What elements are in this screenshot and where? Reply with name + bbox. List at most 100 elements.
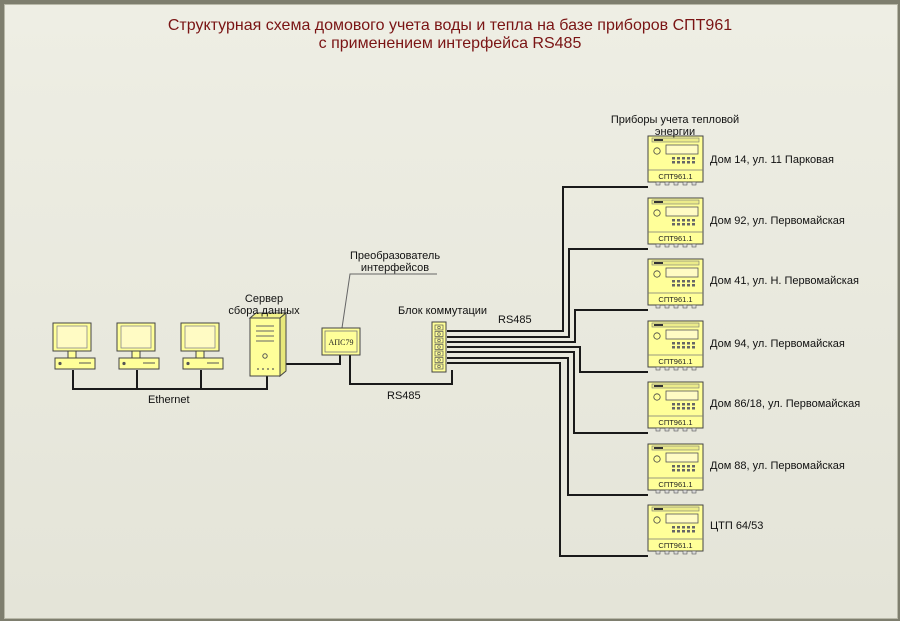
- switch-block-label: Блок коммутации: [398, 305, 488, 317]
- meter-keypad-key: [672, 161, 675, 164]
- meter-keypad-key: [682, 346, 685, 349]
- meter-terminal: [673, 550, 679, 555]
- meter-terminal: [691, 489, 697, 494]
- workstation-stand: [67, 350, 77, 359]
- converter-inner-frame: [324, 330, 358, 353]
- ethernet-label: Ethernet: [148, 394, 190, 406]
- meter-keypad-key: [682, 530, 685, 533]
- meter-brand-mark: [654, 508, 663, 510]
- meter-keypad-key: [687, 407, 690, 410]
- meter-device-4: СПТ961.1: [647, 320, 704, 371]
- switch-terminal-screw: [437, 358, 441, 362]
- meter-terminal: [655, 550, 661, 555]
- meter-keypad-key: [677, 465, 680, 468]
- meter-keypad-key: [687, 530, 690, 533]
- switch-terminal-screw: [437, 345, 441, 349]
- meter-keypad-key: [677, 157, 680, 160]
- meter-terminal: [691, 366, 697, 371]
- meter-keypad-key: [687, 346, 690, 349]
- meter-brand-mark: [654, 324, 663, 326]
- meter-keypad-key: [692, 157, 695, 160]
- meter-keypad-key: [682, 526, 685, 529]
- switch-terminal: [434, 344, 444, 350]
- converter-to-switch-wire: [349, 355, 453, 385]
- meter-top-strip: [651, 260, 700, 266]
- meter-keypad-key: [677, 223, 680, 226]
- meter-keypad-key: [672, 284, 675, 287]
- meter-terminal: [691, 427, 697, 432]
- meter-display: [665, 144, 699, 155]
- diagram-frame: [4, 4, 898, 619]
- server-vent-dot: [257, 368, 259, 370]
- rs485-top-label: RS485: [498, 314, 532, 326]
- meter-keypad-key: [682, 157, 685, 160]
- meter-brand-mark: [654, 447, 663, 449]
- switch-terminal-screw: [437, 332, 441, 336]
- meter-keypad-key: [682, 407, 685, 410]
- meter-display: [665, 390, 699, 401]
- meter-device-6: СПТ961.1: [647, 443, 704, 494]
- switch-block-body: [431, 321, 447, 373]
- meter-terminal: [673, 427, 679, 432]
- meter-model-label: СПТ961.1: [658, 418, 692, 427]
- meter-keypad-key: [692, 403, 695, 406]
- meter-location-label-2: Дом 92, ул. Первомайская: [710, 215, 845, 227]
- meter-terminal: [682, 304, 688, 309]
- switch-terminal: [434, 357, 444, 363]
- meter-keypad-key: [677, 407, 680, 410]
- switch-terminal: [434, 350, 444, 357]
- meter-keypad-key: [677, 161, 680, 164]
- meter-location-label-5: Дом 86/18, ул. Первомайская: [710, 398, 861, 410]
- meter-top-strip: [651, 322, 700, 328]
- meter-keypad-key: [687, 161, 690, 164]
- switch-terminal: [434, 331, 444, 337]
- meter-top-strip: [651, 199, 700, 205]
- switch-terminal: [434, 363, 444, 370]
- workstation-2: [116, 322, 160, 370]
- meter-terminal: [655, 304, 661, 309]
- meter-keypad-key: [677, 469, 680, 472]
- meter-top-strip: [651, 137, 700, 143]
- meter-top-strip: [651, 383, 700, 389]
- meter-keypad-key: [672, 280, 675, 283]
- meter-model-label: СПТ961.1: [658, 357, 692, 366]
- meter-keypad-key: [677, 342, 680, 345]
- server-vent-dot: [262, 368, 264, 370]
- meter-keypad-key: [682, 342, 685, 345]
- meter-location-label-1: Дом 14, ул. 11 Парковая: [710, 154, 834, 166]
- meter-terminal: [655, 181, 661, 186]
- meter-device-3: СПТ961.1: [647, 258, 704, 309]
- workstation-screen: [120, 325, 152, 349]
- meter-terminal: [682, 489, 688, 494]
- meter-keypad-key: [677, 526, 680, 529]
- meter-display: [665, 452, 699, 463]
- meter-keypad-key: [687, 469, 690, 472]
- meter-keypad-key: [682, 284, 685, 287]
- meter-keypad-key: [687, 219, 690, 222]
- meter-keypad-key: [682, 403, 685, 406]
- meter-terminal: [682, 243, 688, 248]
- meter-device-5: СПТ961.1: [647, 381, 704, 432]
- meter-keypad-key: [682, 223, 685, 226]
- meter-keypad-key: [692, 346, 695, 349]
- meter-keypad-key: [692, 342, 695, 345]
- meter-terminal: [655, 366, 661, 371]
- meter-keypad-key: [682, 469, 685, 472]
- workstation-system-unit: [54, 357, 96, 370]
- meter-device-1: СПТ961.1: [647, 135, 704, 186]
- meter-keypad-key: [672, 407, 675, 410]
- meter-terminal: [691, 181, 697, 186]
- diagram-title-line1: Структурная схема домового учета воды и …: [167, 17, 733, 34]
- meter-display: [665, 329, 699, 340]
- meter-display: [665, 206, 699, 217]
- meter-terminal: [682, 181, 688, 186]
- meter-keypad-key: [672, 465, 675, 468]
- meter-keypad-key: [672, 469, 675, 472]
- meter-keypad-key: [687, 403, 690, 406]
- workstation-system-unit: [118, 357, 160, 370]
- meter-keypad-key: [692, 284, 695, 287]
- workstation-stand: [131, 350, 141, 359]
- workstation-1: [52, 322, 96, 370]
